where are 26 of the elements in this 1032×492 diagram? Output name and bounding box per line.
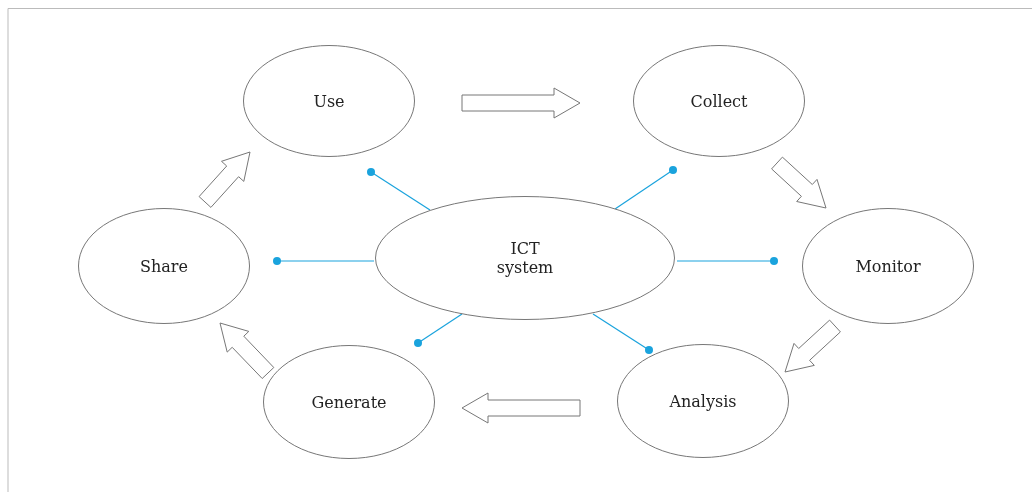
node-label: Share <box>140 256 188 276</box>
block-arrow <box>219 322 275 379</box>
ellipse-node <box>633 45 805 157</box>
block-arrow <box>461 87 581 119</box>
block-arrow <box>784 319 841 373</box>
connector-line <box>592 313 653 354</box>
block-arrow <box>461 392 581 424</box>
ellipse-node <box>243 45 415 157</box>
node-label: Use <box>313 91 345 111</box>
ellipse-node <box>263 345 435 459</box>
connector-line <box>676 257 778 265</box>
node-label: Generate <box>311 392 387 412</box>
ellipse-node <box>375 196 675 320</box>
block-arrow <box>771 156 827 209</box>
block-arrow <box>198 151 251 208</box>
connector-line <box>614 166 677 210</box>
node-label: ICT system <box>495 239 555 277</box>
ellipse-node <box>78 208 250 324</box>
node-label: Collect <box>690 91 748 111</box>
ellipse-node <box>617 344 789 458</box>
connector-line <box>273 257 375 265</box>
connector-line <box>414 313 463 347</box>
ellipse-node <box>802 208 974 324</box>
connector-line <box>367 168 431 211</box>
node-label: Analysis <box>669 391 737 411</box>
node-label: Monitor <box>855 256 921 276</box>
